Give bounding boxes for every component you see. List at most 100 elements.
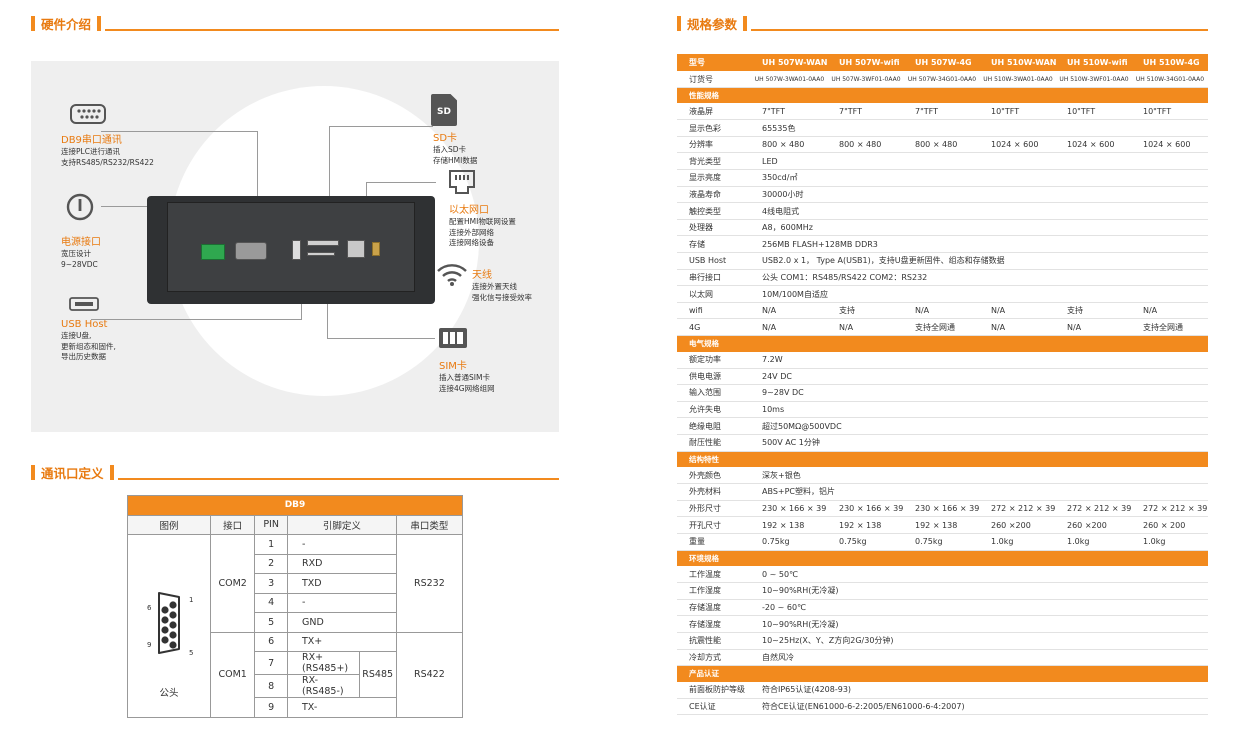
spec-value: UH 507W-wifi xyxy=(828,54,904,71)
spec-value: 272 × 212 × 39 xyxy=(1056,500,1132,518)
spec-value: 9~28V DC xyxy=(751,384,1208,402)
spec-label: 分辨率 xyxy=(677,136,751,154)
spec-label: 绝缘电阻 xyxy=(677,417,751,435)
spec-value: 260 ×200 xyxy=(1056,516,1132,534)
spec-value: 公头 COM1：RS485/RS422 COM2：RS232 xyxy=(751,269,1208,287)
sim-card-icon xyxy=(439,328,467,348)
spec-value: 0 ~ 50℃ xyxy=(751,566,1208,584)
spec-row: 串行接口公头 COM1：RS485/RS422 COM2：RS232 xyxy=(677,269,1208,287)
spec-label: 以太网 xyxy=(677,285,751,303)
spec-value: 350cd/㎡ xyxy=(751,169,1208,187)
spec-value: 260 × 200 xyxy=(1132,516,1208,534)
spec-value: 0.75kg xyxy=(751,533,828,551)
spec-label: 开孔尺寸 xyxy=(677,516,751,534)
spec-label: 存储 xyxy=(677,235,751,254)
hmi-device-back xyxy=(147,196,435,304)
spec-value: UH 510W-3WA01-0AA0 xyxy=(980,70,1056,88)
spec-label: 允许失电 xyxy=(677,401,751,419)
spec-category-row: 结构特性 xyxy=(677,451,1208,468)
spec-category-row: 环境规格 xyxy=(677,550,1208,567)
power-icon xyxy=(66,193,94,221)
spec-value: 超过50MΩ@500VDC xyxy=(751,417,1208,435)
spec-value: UH 510W-3WF01-0AA0 xyxy=(1056,70,1132,88)
spec-value: 10"TFT xyxy=(1132,103,1208,121)
hardware-diagram: DB9串口通讯 连接PLC进行通讯 支持RS485/RS232/RS422 电源… xyxy=(31,61,559,432)
spec-category-title: 结构特性 xyxy=(677,451,1208,468)
spec-value: 192 × 138 xyxy=(751,516,828,534)
spec-value: A8，600MHz xyxy=(751,219,1208,237)
feature-usb-host: USB Host 连接U盘, 更新组态和固件, 导出历史数据 xyxy=(61,319,116,361)
spec-value: 10ms xyxy=(751,401,1208,419)
spec-section-heading: 规格参数 xyxy=(677,14,1208,32)
spec-label: USB Host xyxy=(677,252,751,270)
spec-value: 256MB FLASH+128MB DDR3 xyxy=(751,235,1208,254)
spec-value: ABS+PC塑料，铝片 xyxy=(751,483,1208,501)
spec-row: 存储温度-20 ~ 60℃ xyxy=(677,599,1208,617)
spec-value: 1.0kg xyxy=(980,533,1056,551)
spec-value: UH 507W-4G xyxy=(904,54,980,71)
spec-value: N/A xyxy=(751,302,828,320)
sim-slot xyxy=(307,252,335,256)
spec-label: wifi xyxy=(677,302,751,320)
spec-value: UH 507W-3WA01-0AA0 xyxy=(751,70,828,88)
spec-value: N/A xyxy=(751,318,828,336)
db9-pin-table: DB9 图例 接口 PIN 引脚定义 串口类型 6 1 9 5 公头 COM2 … xyxy=(127,495,464,718)
wifi-antenna-icon xyxy=(437,264,467,286)
spec-label: 触控类型 xyxy=(677,202,751,220)
spec-label: 前面板防护等级 xyxy=(677,681,751,699)
db9-port xyxy=(235,242,267,260)
spec-value: 24V DC xyxy=(751,368,1208,386)
spec-row: 外壳颜色深灰+银色 xyxy=(677,467,1208,485)
db9-pinout-icon xyxy=(158,591,180,654)
power-terminal xyxy=(201,244,225,260)
spec-value: UH 507W-3WF01-0AA0 xyxy=(828,70,904,88)
spec-value: UH 510W-WAN xyxy=(980,54,1056,71)
spec-value: 230 × 166 × 39 xyxy=(904,500,980,518)
sd-slot xyxy=(307,240,339,246)
feature-sd-card: SD卡 插入SD卡 存储HMI数据 xyxy=(433,133,478,165)
spec-value: 800 × 480 xyxy=(828,136,904,154)
spec-section-title: 规格参数 xyxy=(687,16,738,32)
spec-value: 7"TFT xyxy=(904,103,980,121)
spec-value: 支持全网通 xyxy=(1132,318,1208,336)
spec-row: CE认证符合CE认证(EN61000-6-2:2005/EN61000-6-4:… xyxy=(677,698,1208,716)
spec-value: USB2.0 x 1， Type A(USB1)，支持U盘更新固件、组态和存储数… xyxy=(751,252,1208,270)
spec-label: 处理器 xyxy=(677,219,751,237)
spec-value: 支持 xyxy=(1056,302,1132,320)
spec-label: 抗震性能 xyxy=(677,632,751,650)
spec-category-title: 产品认证 xyxy=(677,665,1208,682)
spec-value: 支持 xyxy=(828,302,904,320)
spec-value: 自然风冷 xyxy=(751,649,1208,667)
ethernet-port-icon xyxy=(449,170,475,194)
spec-category-title: 环境规格 xyxy=(677,550,1208,567)
spec-value: 30000小时 xyxy=(751,186,1208,204)
spec-label: 显示亮度 xyxy=(677,169,751,187)
spec-value: UH 510W-wifi xyxy=(1056,54,1132,71)
spec-value: 1024 × 600 xyxy=(980,136,1056,154)
spec-label: 串行接口 xyxy=(677,269,751,287)
spec-label: 耐压性能 xyxy=(677,434,751,452)
feature-antenna: 天线 连接外置天线 强化信号接受效率 xyxy=(472,270,532,302)
spec-value: 230 × 166 × 39 xyxy=(828,500,904,518)
spec-value: UH 507W-34G01-0AA0 xyxy=(904,70,980,88)
spec-value: N/A xyxy=(904,302,980,320)
spec-value: 0.75kg xyxy=(904,533,980,551)
usb-port xyxy=(292,240,301,260)
hardware-section-heading: 硬件介绍 xyxy=(31,14,559,32)
spec-row: 前面板防护等级符合IP65认证(4208-93) xyxy=(677,681,1208,699)
spec-value: 1.0kg xyxy=(1132,533,1208,551)
